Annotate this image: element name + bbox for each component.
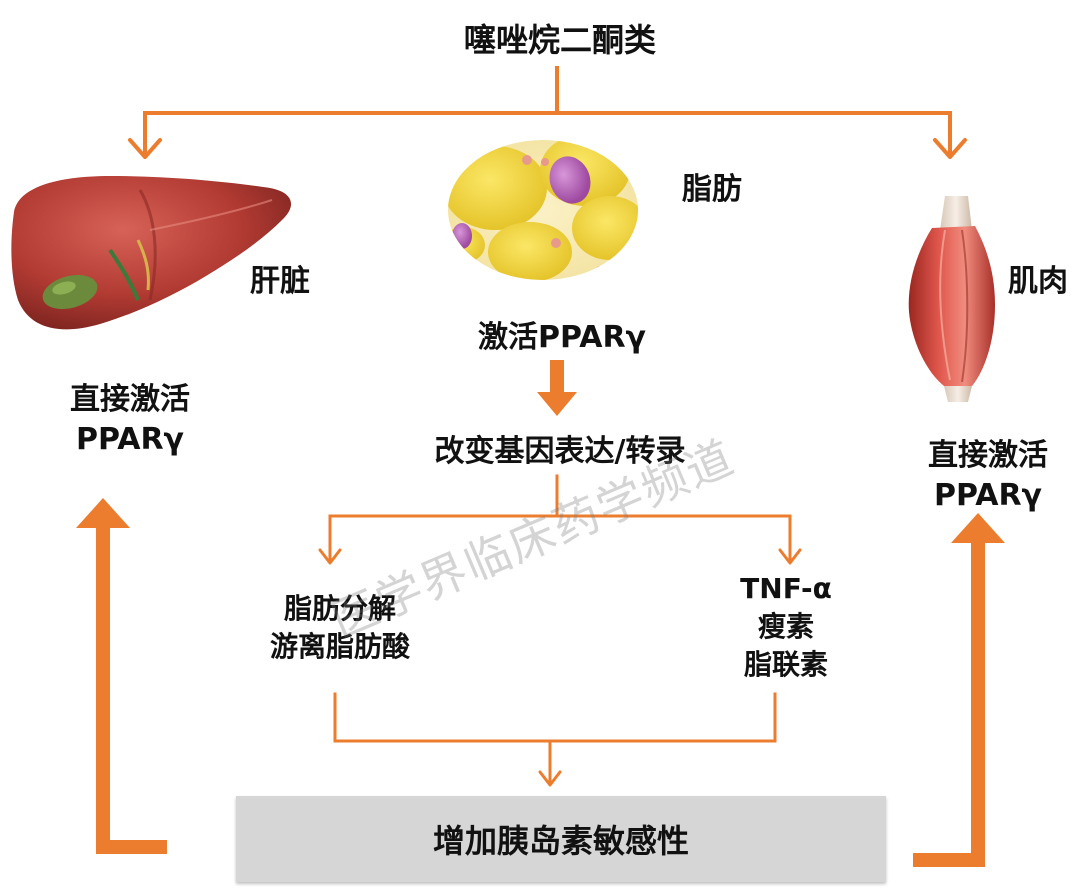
liver-action-line1: 直接激活 xyxy=(70,382,190,417)
result-box: 增加胰岛素敏感性 xyxy=(236,796,886,882)
liver-return-arrowhead xyxy=(76,498,130,528)
liver-action-label: 直接激活 PPARγ xyxy=(50,380,210,460)
lipolysis-label: 脂肪分解 游离脂肪酸 xyxy=(240,590,440,666)
fat-tissue-illustration xyxy=(448,140,638,280)
fat-action-label: 激活PPARγ xyxy=(478,320,646,355)
muscle-arrowhead xyxy=(933,138,967,159)
fat-down-arrow-shaft xyxy=(550,360,564,394)
lipolysis-line2: 游离脂肪酸 xyxy=(269,630,410,663)
muscle-illustration xyxy=(908,196,995,402)
connector-arrows xyxy=(96,66,985,867)
result-label: 增加胰岛素敏感性 xyxy=(432,822,689,860)
lipolysis-line1: 脂肪分解 xyxy=(283,592,396,625)
right-branch-arrowhead xyxy=(778,548,802,565)
adipokine-label: TNF-α 瘦素 脂联素 xyxy=(716,570,856,684)
result-arrowhead xyxy=(538,770,562,787)
liver-return-arrow xyxy=(96,518,167,854)
liver-action-line2: PPARγ xyxy=(76,422,184,457)
muscle-label: 肌肉 xyxy=(1008,264,1068,299)
muscle-action-label: 直接激活 PPARγ xyxy=(908,436,1068,516)
fat-down-arrow-head xyxy=(537,392,577,416)
muscle-action-line2: PPARγ xyxy=(934,478,1042,513)
diagram-title: 噻唑烷二酮类 xyxy=(463,21,656,59)
muscle-return-arrow xyxy=(913,533,985,867)
gene-expression-label: 改变基因表达/转录 xyxy=(434,434,686,469)
muscle-action-line1: 直接激活 xyxy=(928,438,1048,473)
adipokine-line3: 脂联素 xyxy=(743,648,828,681)
adipokine-line2: 瘦素 xyxy=(757,610,814,643)
liver-arrowhead xyxy=(128,138,162,159)
liver-illustration xyxy=(11,176,292,330)
fat-label: 脂肪 xyxy=(682,172,742,207)
muscle-return-arrowhead xyxy=(951,513,1005,543)
left-branch-arrowhead xyxy=(318,548,342,565)
adipokine-line1: TNF-α xyxy=(740,572,832,605)
liver-label: 肝脏 xyxy=(250,264,310,299)
